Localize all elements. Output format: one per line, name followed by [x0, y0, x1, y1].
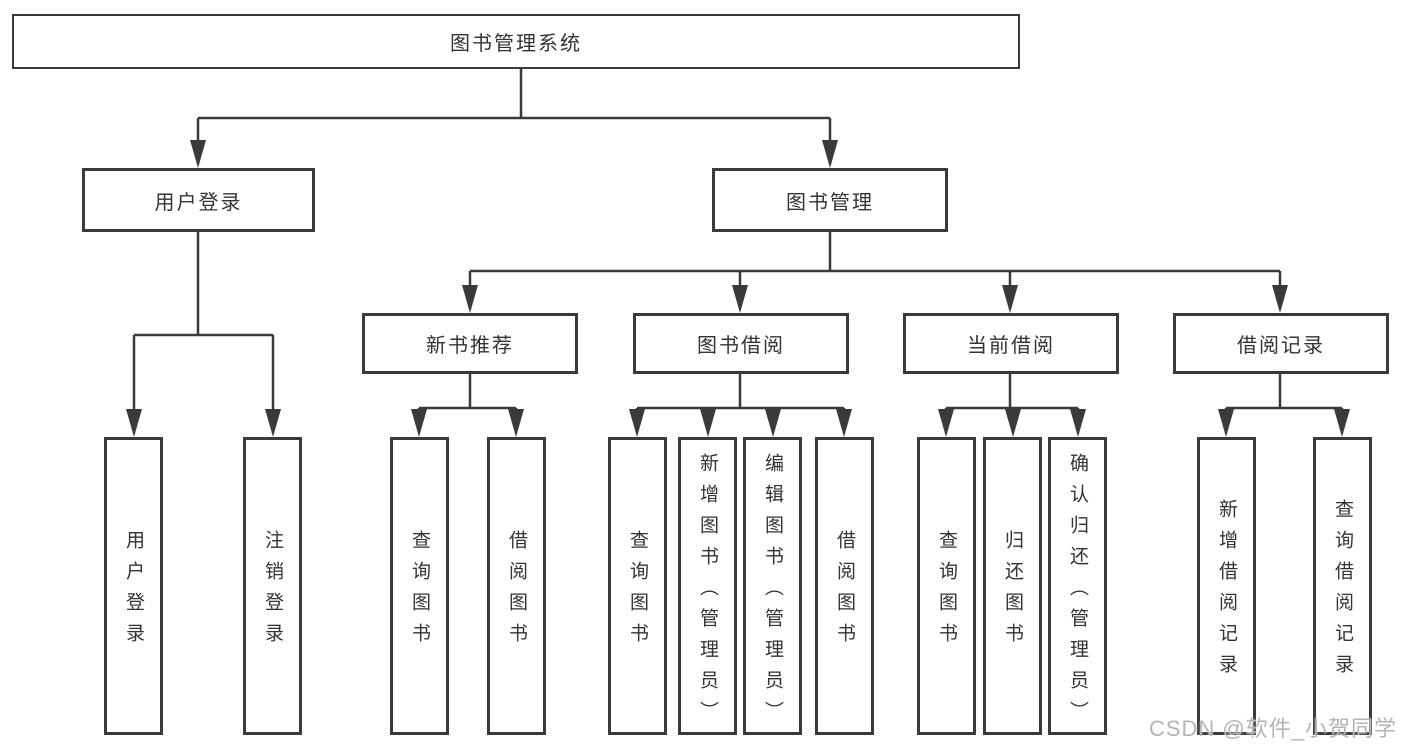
- node-library-management-system: 图书管理系统: [12, 14, 1020, 69]
- node-query-books-current: 查询图书: [917, 437, 976, 735]
- node-return-books: 归还图书: [983, 437, 1042, 735]
- connector-root-to-level2: [190, 69, 838, 168]
- node-query-books-rec: 查询图书: [390, 437, 449, 735]
- node-borrow-books: 借阅图书: [815, 437, 874, 735]
- node-edit-books-admin: 编辑图书（管理员）: [743, 437, 802, 735]
- node-query-books-borrow: 查询图书: [608, 437, 667, 735]
- node-label: 注销登录: [262, 530, 283, 654]
- connector-borrowrecords-to-leaves: [1218, 374, 1350, 437]
- node-add-borrow-record: 新增借阅记录: [1197, 437, 1256, 735]
- node-label: 当前借阅: [967, 335, 1055, 357]
- node-label: 确认归还（管理员）: [1067, 452, 1088, 732]
- node-user-login-module: 用户登录: [82, 168, 315, 232]
- node-label: 查询图书: [936, 530, 957, 654]
- node-add-books-admin: 新增图书（管理员）: [678, 437, 737, 735]
- node-label: 借阅记录: [1237, 335, 1325, 357]
- node-label: 用户登录: [154, 191, 243, 214]
- node-label: 归还图书: [1002, 530, 1023, 654]
- node-query-borrow-records: 查询借阅记录: [1313, 437, 1372, 735]
- node-label: 查询借阅记录: [1332, 499, 1353, 685]
- node-label: 图书管理系统: [450, 33, 582, 55]
- node-borrow-books-rec: 借阅图书: [487, 437, 546, 735]
- node-label: 图书管理: [786, 191, 874, 214]
- node-new-book-recommendation: 新书推荐: [362, 313, 578, 374]
- connector-bookmgmt-to-level3: [462, 232, 1288, 313]
- node-borrowing-records: 借阅记录: [1173, 313, 1389, 374]
- node-book-borrowing: 图书借阅: [633, 313, 849, 374]
- node-user-login-action: 用户登录: [104, 437, 163, 735]
- node-label: 新增图书（管理员）: [697, 452, 718, 732]
- node-label: 新增借阅记录: [1216, 499, 1237, 685]
- node-label: 图书借阅: [697, 335, 785, 357]
- node-label: 新书推荐: [426, 335, 514, 357]
- node-confirm-return-admin: 确认归还（管理员）: [1048, 437, 1107, 735]
- node-label: 借阅图书: [506, 530, 527, 654]
- node-book-management-module: 图书管理: [712, 168, 948, 232]
- node-label: 编辑图书（管理员）: [762, 452, 783, 732]
- node-label: 查询图书: [409, 530, 430, 654]
- csdn-watermark: CSDN @软件_小贺同学: [1148, 716, 1397, 741]
- node-current-borrowing: 当前借阅: [903, 313, 1119, 374]
- node-label: 借阅图书: [834, 530, 855, 654]
- connector-newbookrec-to-leaves: [411, 374, 524, 437]
- connector-currentborrow-to-leaves: [938, 374, 1086, 437]
- node-label: 用户登录: [123, 530, 144, 654]
- connector-userlogin-to-leaves: [126, 232, 281, 437]
- node-label: 查询图书: [627, 530, 648, 654]
- node-logout-action: 注销登录: [243, 437, 302, 735]
- connector-bookborrow-to-leaves: [629, 374, 852, 437]
